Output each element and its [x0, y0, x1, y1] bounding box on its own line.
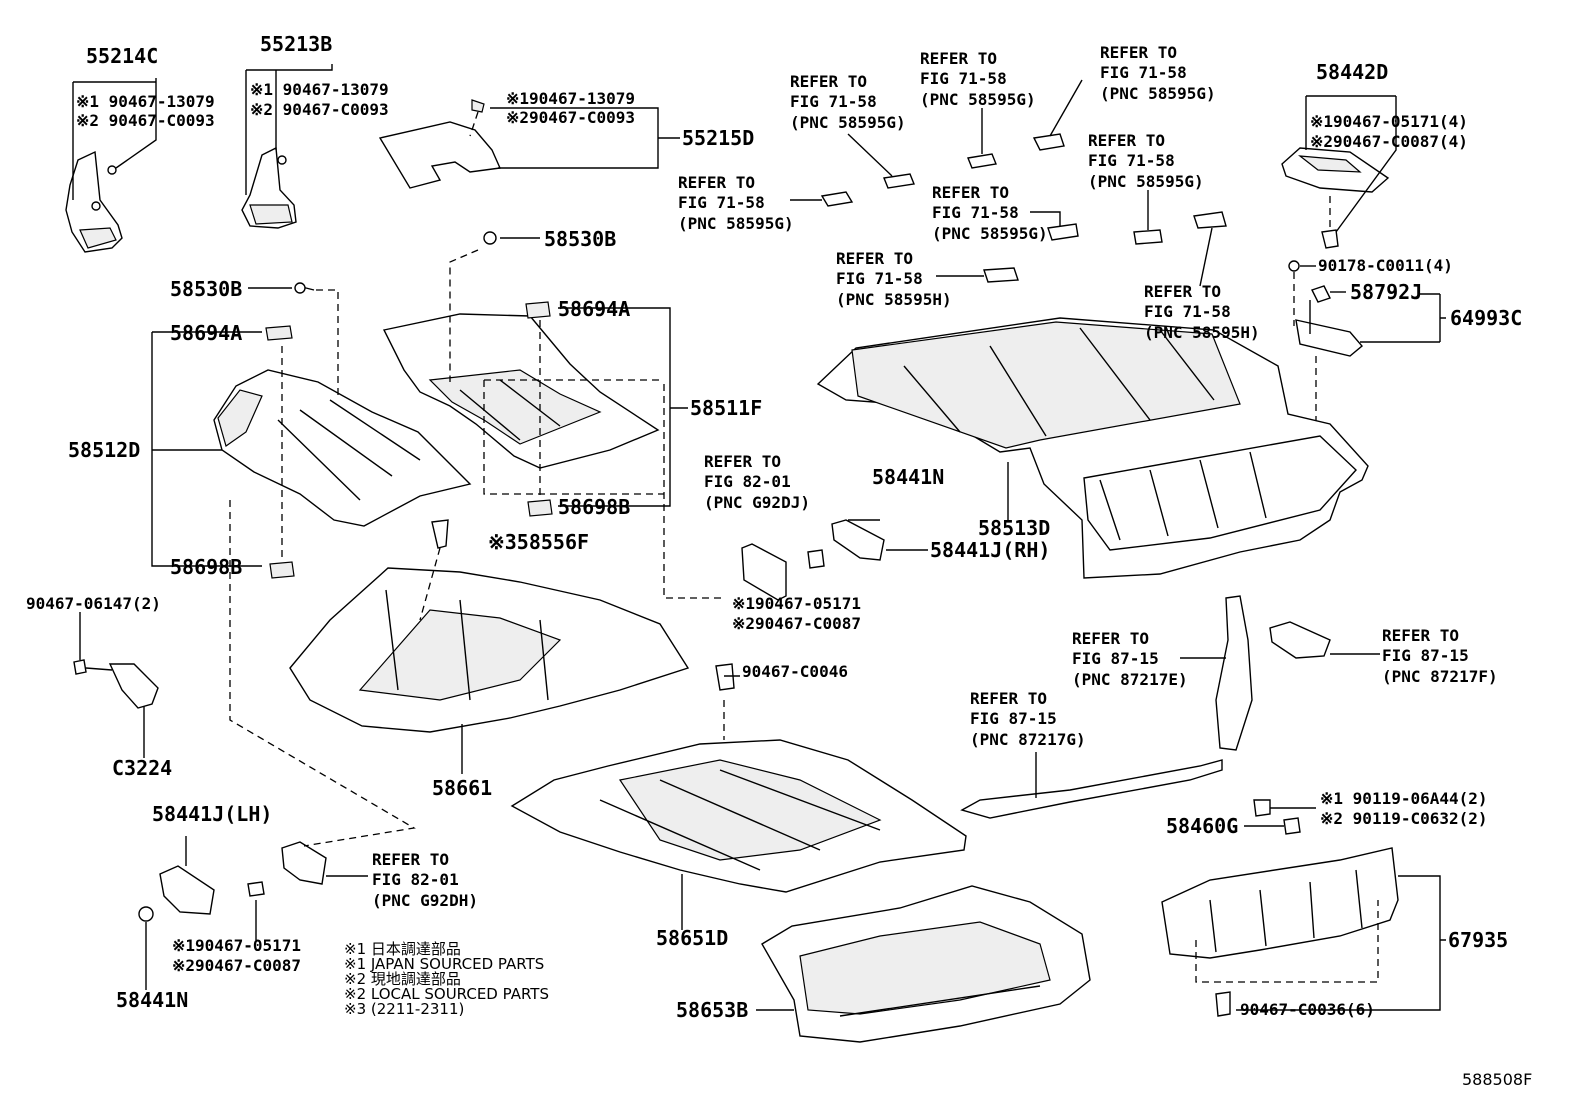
label-58442d-note2: ※290467-C0087(4) — [1310, 132, 1468, 151]
label-58513d: 58513D — [978, 516, 1051, 540]
label-58530b-left: 58530B — [170, 277, 243, 301]
label-58694a-left: 58694A — [170, 321, 243, 345]
label-58698b-left: 58698B — [170, 555, 243, 579]
label-grille-lh-note2: ※290467-C0087 — [172, 956, 301, 975]
label-58442d-note1: ※190467-05171(4) — [1310, 112, 1468, 131]
label-58511f: 58511F — [690, 396, 763, 420]
part-58653b-drawing — [761, 885, 1091, 1043]
label-58441n-bottom: 58441N — [116, 988, 189, 1012]
label-58460g-note1: ※1 90119-06A44(2) — [1320, 789, 1488, 808]
label-58512d: 58512D — [68, 438, 141, 462]
part-55215d-drawing — [378, 99, 680, 189]
legend-note: ※2 LOCAL SOURCED PARTS — [344, 985, 549, 1003]
part-55214c-drawing — [65, 78, 157, 253]
legend-note: ※3 (2211-2311) — [344, 1000, 465, 1018]
part-58661-drawing — [289, 519, 690, 733]
label-58661: 58661 — [432, 776, 493, 800]
legend-note: ※1 JAPAN SOURCED PARTS — [344, 955, 545, 973]
label-58441j-lh: 58441J(LH) — [152, 802, 273, 826]
label-67935: 67935 — [1448, 928, 1509, 952]
label-58792j: 58792J — [1350, 280, 1423, 304]
part-58512d-drawing — [213, 369, 472, 527]
label-58698b-mid: 58698B — [558, 495, 631, 519]
label-58653b: 58653B — [676, 998, 749, 1022]
grilles-drawing — [138, 500, 928, 990]
clips-top — [790, 79, 1227, 287]
part-58651d-drawing — [510, 663, 967, 893]
label-grille-rh-note2: ※290467-C0087 — [732, 614, 861, 633]
label-55214c: 55214C — [86, 44, 159, 68]
label-58530b-top: 58530B — [544, 227, 617, 251]
label-grille-lh-note1: ※190467-05171 — [172, 936, 301, 955]
label-58556f: ※358556F — [488, 530, 590, 554]
part-64993c-drawing — [1288, 260, 1446, 506]
label-90467-c0036: 90467-C0036(6) — [1240, 1000, 1375, 1019]
part-58513d-drawing — [816, 317, 1369, 579]
label-58442d: 58442D — [1316, 60, 1389, 84]
figure-code: 588508F — [1462, 1070, 1533, 1089]
leader-lines — [151, 231, 794, 1011]
label-90178-c0011: 90178-C0011(4) — [1318, 256, 1453, 275]
label-58441j-rh: 58441J(RH) — [930, 538, 1051, 562]
legend-notes: ※1 日本調達部品 ※1 JAPAN SOURCED PARTS ※2 現地調達… — [344, 942, 549, 1017]
part-58511f-drawing — [382, 313, 660, 469]
part-58442d-drawing — [1281, 95, 1397, 249]
label-58460g-note2: ※2 90119-C0632(2) — [1320, 809, 1488, 828]
label-55213b: 55213B — [260, 32, 333, 56]
label-55215d-note2: ※290467-C0093 — [506, 108, 635, 127]
label-55215d: 55215D — [682, 126, 755, 150]
label-55213b-note2: ※2 90467-C0093 — [250, 100, 389, 119]
label-55215d-note1: ※190467-13079 — [506, 89, 635, 108]
label-58651d: 58651D — [656, 926, 729, 950]
legend-note: ※1 日本調達部品 — [344, 940, 461, 958]
part-55213b-drawing — [241, 64, 333, 229]
legend-note: ※2 現地調達部品 — [344, 970, 461, 988]
label-55214c-note1: ※1 90467-13079 — [76, 92, 215, 111]
label-58460g: 58460G — [1166, 814, 1239, 838]
label-90467-c0046: 90467-C0046 — [742, 662, 848, 681]
label-grille-rh-note1: ※190467-05171 — [732, 594, 861, 613]
part-67935-drawing — [1161, 799, 1446, 1017]
label-55214c-note2: ※2 90467-C0093 — [76, 111, 215, 130]
label-58441n-mid: 58441N — [872, 465, 945, 489]
label-55213b-note1: ※1 90467-13079 — [250, 80, 389, 99]
label-64993c: 64993C — [1450, 306, 1523, 330]
part-c3224-drawing — [73, 612, 159, 758]
label-c3224: C3224 — [112, 756, 173, 780]
rails-drawing — [960, 595, 1380, 819]
label-90467-06147: 90467-06147(2) — [26, 594, 161, 613]
label-58694a-mid: 58694A — [558, 297, 631, 321]
